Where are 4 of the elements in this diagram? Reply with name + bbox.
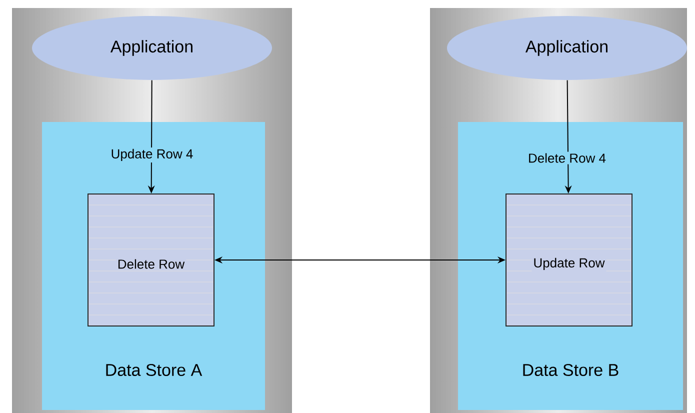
edge-label: Delete Row 4 <box>526 152 608 164</box>
table: Delete Row <box>88 194 214 326</box>
edge-label: Update Row 4 <box>109 147 195 163</box>
table: Update Row <box>506 194 632 326</box>
